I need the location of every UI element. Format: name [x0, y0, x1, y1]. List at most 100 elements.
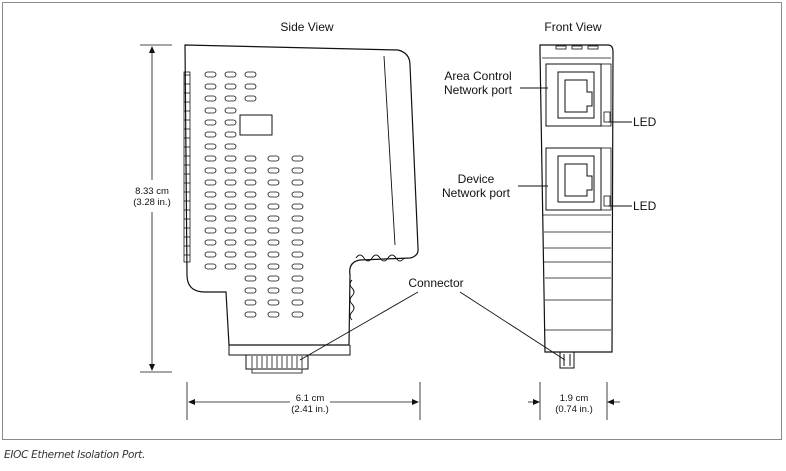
- vent-slot: [224, 71, 237, 78]
- vent-slot: [291, 203, 304, 210]
- vent-slot: [244, 299, 257, 306]
- side-view-rib-column: [183, 71, 191, 263]
- vent-slot: [291, 179, 304, 186]
- vent-slot: [291, 311, 304, 318]
- vent-slot: [204, 203, 217, 210]
- vent-slot: [244, 191, 257, 198]
- vent-slot: [224, 83, 237, 90]
- side-view-label-window: [239, 114, 273, 136]
- vent-slot: [244, 287, 257, 294]
- vent-slot: [267, 227, 280, 234]
- vent-slot: [291, 287, 304, 294]
- vent-slot: [224, 107, 237, 114]
- device-port-label-line1: Device: [457, 172, 495, 186]
- front-view-connector: [559, 351, 575, 369]
- vent-slot: [267, 263, 280, 270]
- vent-slot: [267, 155, 280, 162]
- height-dimension-imperial: (3.28 in.): [133, 197, 171, 208]
- connector-label: Connector: [408, 276, 464, 290]
- side-view-vent-slots: [204, 71, 304, 318]
- vent-slot: [204, 251, 217, 258]
- side-view-wavy-edge: [355, 254, 405, 262]
- vent-slot: [291, 155, 304, 162]
- device-port: [545, 147, 612, 211]
- front-view-title: Front View: [544, 20, 602, 34]
- vent-slot: [244, 71, 257, 78]
- vent-slot: [267, 167, 280, 174]
- vent-slot: [204, 155, 217, 162]
- vent-slot: [267, 179, 280, 186]
- vent-slot: [224, 215, 237, 222]
- vent-slot: [204, 263, 217, 270]
- vent-slot: [204, 95, 217, 102]
- vent-slot: [244, 227, 257, 234]
- vent-slot: [267, 215, 280, 222]
- vent-slot: [267, 275, 280, 282]
- front-view-outline: [539, 44, 614, 353]
- vent-slot: [204, 239, 217, 246]
- vent-slot: [224, 179, 237, 186]
- vent-slot: [204, 227, 217, 234]
- vent-slot: [244, 83, 257, 90]
- vent-slot: [204, 119, 217, 126]
- side-view-bottom-lip: [228, 345, 351, 356]
- side-view-title: Side View: [280, 20, 334, 34]
- vent-slot: [204, 143, 217, 150]
- side-width-metric: 6.1 cm: [295, 393, 325, 404]
- side-view-chamfer: [383, 55, 396, 246]
- vent-slot: [224, 167, 237, 174]
- vent-slot: [267, 287, 280, 294]
- vent-slot: [291, 167, 304, 174]
- vent-slot: [204, 167, 217, 174]
- led-1-label: LED: [633, 115, 657, 129]
- vent-slot: [267, 203, 280, 210]
- height-dimension-metric: 8.33 cm: [135, 186, 169, 197]
- vent-slot: [244, 167, 257, 174]
- vent-slot: [224, 143, 237, 150]
- vent-slot: [204, 191, 217, 198]
- vent-slot: [204, 131, 217, 138]
- vent-slot: [204, 215, 217, 222]
- vent-slot: [291, 251, 304, 258]
- vent-slot: [291, 275, 304, 282]
- vent-slot: [204, 179, 217, 186]
- vent-slot: [291, 239, 304, 246]
- vent-slot: [224, 203, 237, 210]
- side-view-connector-pins: [251, 356, 303, 368]
- vent-slot: [224, 239, 237, 246]
- vent-slot: [224, 263, 237, 270]
- vent-slot: [267, 299, 280, 306]
- vent-slot: [244, 275, 257, 282]
- figure-frame: [2, 2, 782, 440]
- vent-slot: [224, 119, 237, 126]
- vent-slot: [224, 251, 237, 258]
- vent-slot: [267, 239, 280, 246]
- vent-slot: [291, 215, 304, 222]
- vent-slot: [244, 311, 257, 318]
- vent-slot: [291, 263, 304, 270]
- vent-slot: [224, 95, 237, 102]
- connector-leader-front: [459, 291, 566, 361]
- vent-slot: [244, 215, 257, 222]
- vent-slot: [244, 239, 257, 246]
- vent-slot: [244, 155, 257, 162]
- vent-slot: [244, 263, 257, 270]
- vent-slot: [244, 95, 257, 102]
- vent-slot: [267, 251, 280, 258]
- vent-slot: [224, 131, 237, 138]
- vent-slot: [291, 191, 304, 198]
- vent-slot: [267, 191, 280, 198]
- vent-slot: [204, 71, 217, 78]
- front-width-imperial: (0.74 in.): [555, 404, 593, 415]
- vent-slot: [224, 155, 237, 162]
- vent-slot: [224, 227, 237, 234]
- led-2-label: LED: [633, 199, 657, 213]
- area-control-label-line2: Network port: [443, 83, 513, 97]
- side-width-imperial: (2.41 in.): [291, 404, 329, 415]
- vent-slot: [291, 227, 304, 234]
- vent-slot: [224, 191, 237, 198]
- front-width-metric: 1.9 cm: [559, 393, 589, 404]
- figure-caption: EIOC Ethernet Isolation Port.: [4, 449, 146, 461]
- area-control-port: [545, 63, 612, 127]
